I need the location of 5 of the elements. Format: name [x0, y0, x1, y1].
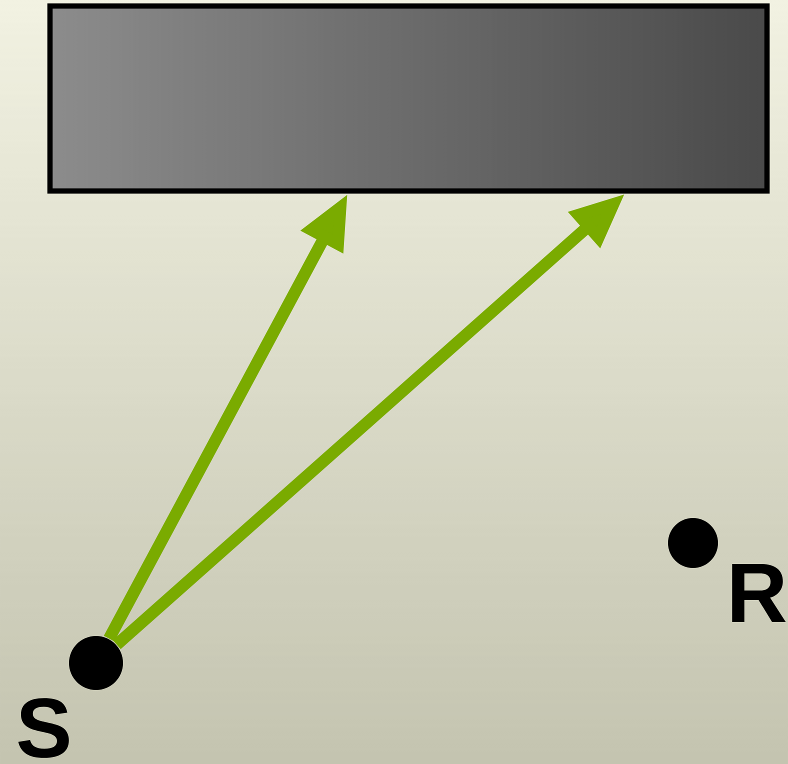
point-dot	[668, 518, 718, 568]
point-label: R	[732, 564, 786, 622]
point-label: S	[18, 698, 69, 758]
point-dot	[69, 636, 123, 690]
wall-block	[47, 3, 770, 194]
